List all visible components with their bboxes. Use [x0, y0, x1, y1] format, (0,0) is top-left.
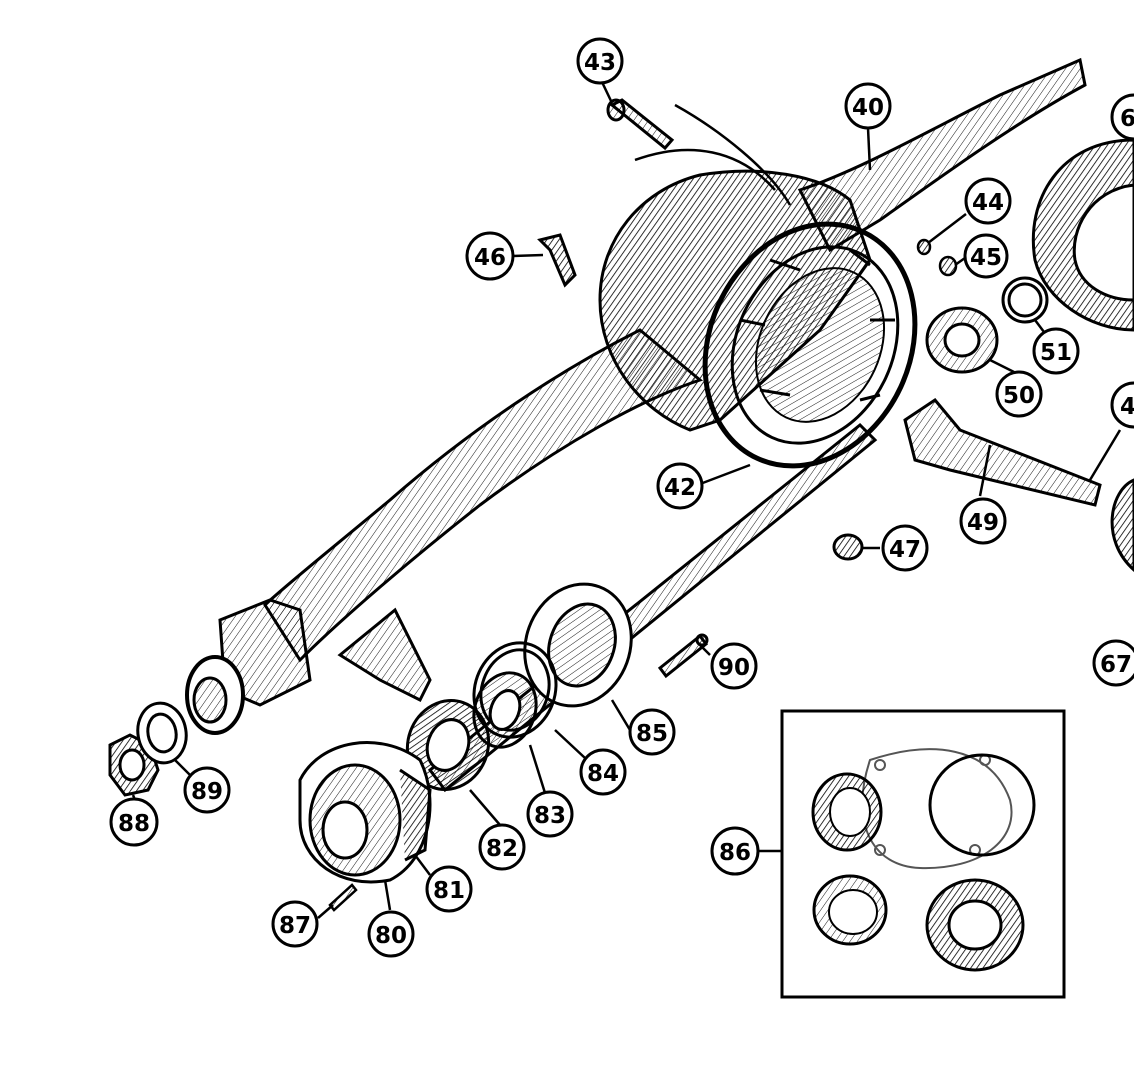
- callout-4x-label: 4: [1120, 394, 1134, 420]
- callout-42-label: 42: [664, 475, 696, 501]
- callout-6x-label: 6: [1120, 106, 1134, 132]
- spacer-83: [472, 671, 538, 749]
- callout-89: 89: [183, 766, 231, 814]
- callout-88: 88: [109, 797, 159, 847]
- callout-82: 82: [478, 823, 526, 871]
- callout-47-label: 47: [889, 537, 921, 563]
- washer-51: [1001, 276, 1049, 324]
- callout-85-label: 85: [636, 721, 668, 747]
- callout-84-label: 84: [587, 761, 619, 787]
- callout-86: 86: [710, 826, 760, 876]
- callout-45-label: 45: [970, 245, 1002, 271]
- callout-46-label: 46: [474, 245, 506, 271]
- callout-51: 51: [1032, 327, 1080, 375]
- callout-50-label: 50: [1003, 383, 1035, 409]
- callout-87: 87: [271, 900, 319, 948]
- callout-81-label: 81: [433, 878, 465, 904]
- breather-pipe: [634, 103, 792, 206]
- bearing-50: [925, 306, 999, 374]
- callout-45: 45: [963, 233, 1009, 279]
- bolt-43: [606, 98, 675, 151]
- callout-88-label: 88: [118, 811, 150, 837]
- callout-4x: 4: [1110, 381, 1134, 429]
- callout-46: 46: [465, 231, 515, 281]
- housing-flange-ring: [702, 221, 918, 469]
- pinion-49: [903, 398, 1102, 507]
- callout-42: 42: [656, 462, 704, 510]
- callout-83-label: 83: [534, 803, 566, 829]
- callout-85: 85: [628, 708, 676, 756]
- callout-83: 83: [526, 790, 574, 838]
- bearing-housing: [523, 582, 633, 708]
- callout-67-label: 67: [1100, 652, 1132, 678]
- axle-housing: [263, 57, 1087, 703]
- callout-47: 47: [881, 524, 929, 572]
- callout-6x: 6: [1110, 93, 1134, 141]
- callout-82-label: 82: [486, 836, 518, 862]
- callout-50: 50: [995, 370, 1043, 418]
- callout-40: 40: [844, 82, 892, 130]
- callout-87-label: 87: [279, 913, 311, 939]
- nuts-44-45: [916, 238, 958, 277]
- callout-80: 80: [367, 910, 415, 958]
- bearing-82: [405, 699, 491, 791]
- callout-81: 81: [425, 865, 473, 913]
- callout-43: 43: [576, 37, 624, 85]
- callout-44-label: 44: [972, 190, 1004, 216]
- callout-86-label: 86: [719, 840, 751, 866]
- callout-90: 90: [710, 642, 758, 690]
- callout-51-label: 51: [1040, 340, 1072, 366]
- callout-40-label: 40: [852, 95, 884, 121]
- screw-87: [328, 883, 358, 912]
- callout-44: 44: [964, 177, 1012, 225]
- callout-89-label: 89: [191, 779, 223, 805]
- callout-84: 84: [579, 748, 627, 796]
- callout-43-label: 43: [584, 50, 616, 76]
- callout-49: 49: [959, 497, 1007, 545]
- callout-90-label: 90: [718, 655, 750, 681]
- part-67-fragment: [1110, 478, 1134, 573]
- washer-89: [136, 701, 188, 765]
- hub-cap-80: [298, 741, 432, 884]
- callout-67: 67: [1092, 639, 1134, 687]
- callout-80-label: 80: [375, 923, 407, 949]
- hub-flange: [185, 598, 312, 735]
- plug-47: [832, 533, 864, 561]
- leader-lines: [131, 81, 1122, 919]
- callout-49-label: 49: [967, 510, 999, 536]
- crown-wheel: [1031, 138, 1134, 332]
- bolt-90: [657, 633, 709, 679]
- seal-kit-86-box: [780, 709, 1066, 999]
- bolt-46: [537, 233, 577, 288]
